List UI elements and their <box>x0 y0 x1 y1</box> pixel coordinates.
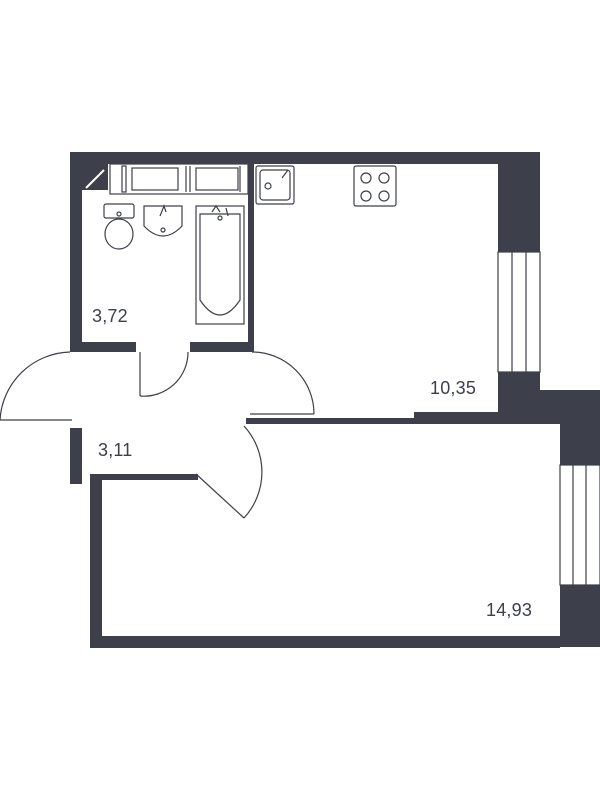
door-kitchen <box>250 351 315 415</box>
kitchen-sink <box>255 165 295 205</box>
wall-right-lower-bottom <box>560 585 600 647</box>
wall-partition-thick <box>414 412 560 424</box>
window-living <box>559 464 600 586</box>
stove <box>353 165 397 207</box>
wall-bath-right <box>248 152 254 352</box>
wall-bottom <box>90 636 560 648</box>
wall-bath-bottom-right <box>190 342 254 352</box>
wall-top <box>70 152 540 164</box>
area-living-room: 14,93 <box>486 600 533 620</box>
door-living <box>195 425 263 519</box>
wall-hall-left <box>70 428 82 484</box>
door-bathroom <box>139 351 189 397</box>
cabinet-post <box>121 165 127 193</box>
bathroom-sink <box>143 204 183 237</box>
area-bathroom: 3,72 <box>92 306 128 326</box>
wall-living-left <box>90 474 102 648</box>
area-hallway: 3,11 <box>98 440 133 460</box>
wall-partition-thin <box>246 418 414 424</box>
wall-left-bath <box>70 152 82 352</box>
shaft <box>82 164 108 190</box>
wall-bath-bottom-left <box>70 342 136 352</box>
window-kitchen <box>497 251 541 373</box>
doors <box>0 351 315 519</box>
walls <box>70 152 600 648</box>
bathroom-fixtures <box>103 163 249 325</box>
bathtub <box>195 204 245 325</box>
shaft-detail <box>85 169 105 189</box>
bath-cabinet <box>109 163 249 195</box>
area-kitchen: 10,35 <box>430 378 477 398</box>
wall-right-lower-top <box>560 390 600 465</box>
cabinet-panel-2 <box>195 167 239 191</box>
cabinet-panel-1 <box>131 167 179 191</box>
wall-right-upper <box>498 152 540 252</box>
kitchen-fixtures <box>255 165 397 207</box>
toilet <box>103 203 135 250</box>
door-entrance <box>0 351 72 421</box>
wall-hall-living <box>90 474 198 480</box>
